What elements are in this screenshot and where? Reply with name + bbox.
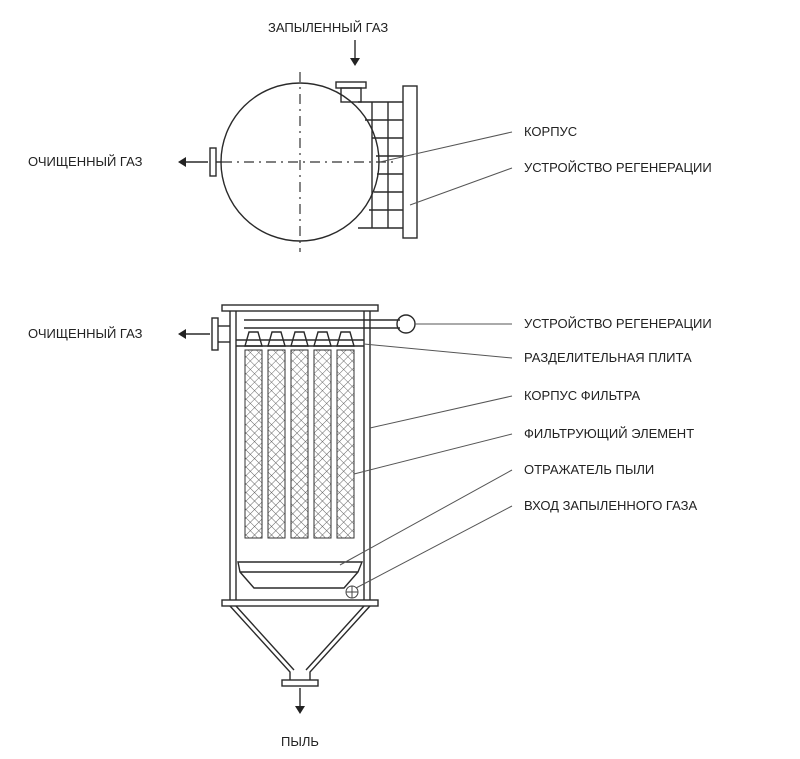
- top-outlet-arrow: [178, 157, 208, 167]
- side-outlet-arrow: [178, 329, 210, 339]
- callout-separating-plate: РАЗДЕЛИТЕЛЬНАЯ ПЛИТА: [524, 350, 692, 365]
- callout-leader-gas-inlet: [355, 505, 513, 589]
- top-inlet-label: ЗАПЫЛЕННЫЙ ГАЗ: [268, 20, 388, 35]
- top-regeneration-device: [358, 85, 418, 239]
- callout-filter-housing: КОРПУС ФИЛЬТРА: [524, 388, 641, 403]
- top-callout-leader-regeneration: [409, 167, 513, 206]
- callout-leader-separating-plate: [363, 343, 513, 359]
- callout-filter-element: ФИЛЬТРУЮЩИЙ ЭЛЕМЕНТ: [524, 426, 694, 441]
- top-outlet-nozzle: [209, 147, 222, 177]
- dust-outlet-arrow: [295, 688, 305, 714]
- filter-element: [267, 349, 286, 539]
- top-inlet-nozzle: [335, 81, 367, 103]
- top-callout-leader-housing: [379, 131, 513, 163]
- top-callout-regeneration: УСТРОЙСТВО РЕГЕНЕРАЦИИ: [524, 160, 712, 175]
- callout-gas-inlet: ВХОД ЗАПЫЛЕННОГО ГАЗА: [524, 498, 697, 513]
- top-view: ЗАПЫЛЕННЫЙ ГАЗ: [28, 20, 712, 252]
- side-outlet-label: ОЧИЩЕННЫЙ ГАЗ: [28, 326, 143, 341]
- dust-deflector: [237, 561, 364, 589]
- dusty-gas-inlet: [345, 585, 359, 599]
- nozzles: [244, 331, 355, 347]
- callout-dust-deflector: ОТРАЖАТЕЛЬ ПЫЛИ: [524, 462, 654, 477]
- side-outlet-nozzle: [211, 317, 230, 351]
- filter-element: [290, 349, 309, 539]
- dust-label: ПЫЛЬ: [281, 734, 319, 749]
- side-view: ОЧИЩЕННЫЙ ГАЗ: [28, 304, 712, 749]
- filter-elements: [244, 349, 355, 539]
- callout-regeneration: УСТРОЙСТВО РЕГЕНЕРАЦИИ: [524, 316, 712, 331]
- callout-leader-housing: [369, 395, 513, 429]
- dust-hopper: [229, 605, 371, 687]
- top-callout-housing: КОРПУС: [524, 124, 577, 139]
- filter-element: [244, 349, 263, 539]
- top-outlet-label: ОЧИЩЕННЫЙ ГАЗ: [28, 154, 143, 169]
- top-inlet-arrow: [350, 40, 360, 66]
- separating-plate: [236, 339, 364, 347]
- side-regeneration-device: [244, 314, 416, 334]
- filter-element: [313, 349, 332, 539]
- filter-element: [336, 349, 355, 539]
- callout-leader-filter-element: [353, 433, 513, 475]
- callout-leader-dust-deflector: [339, 469, 513, 566]
- bottom-flange: [221, 599, 379, 607]
- top-flange: [221, 304, 379, 312]
